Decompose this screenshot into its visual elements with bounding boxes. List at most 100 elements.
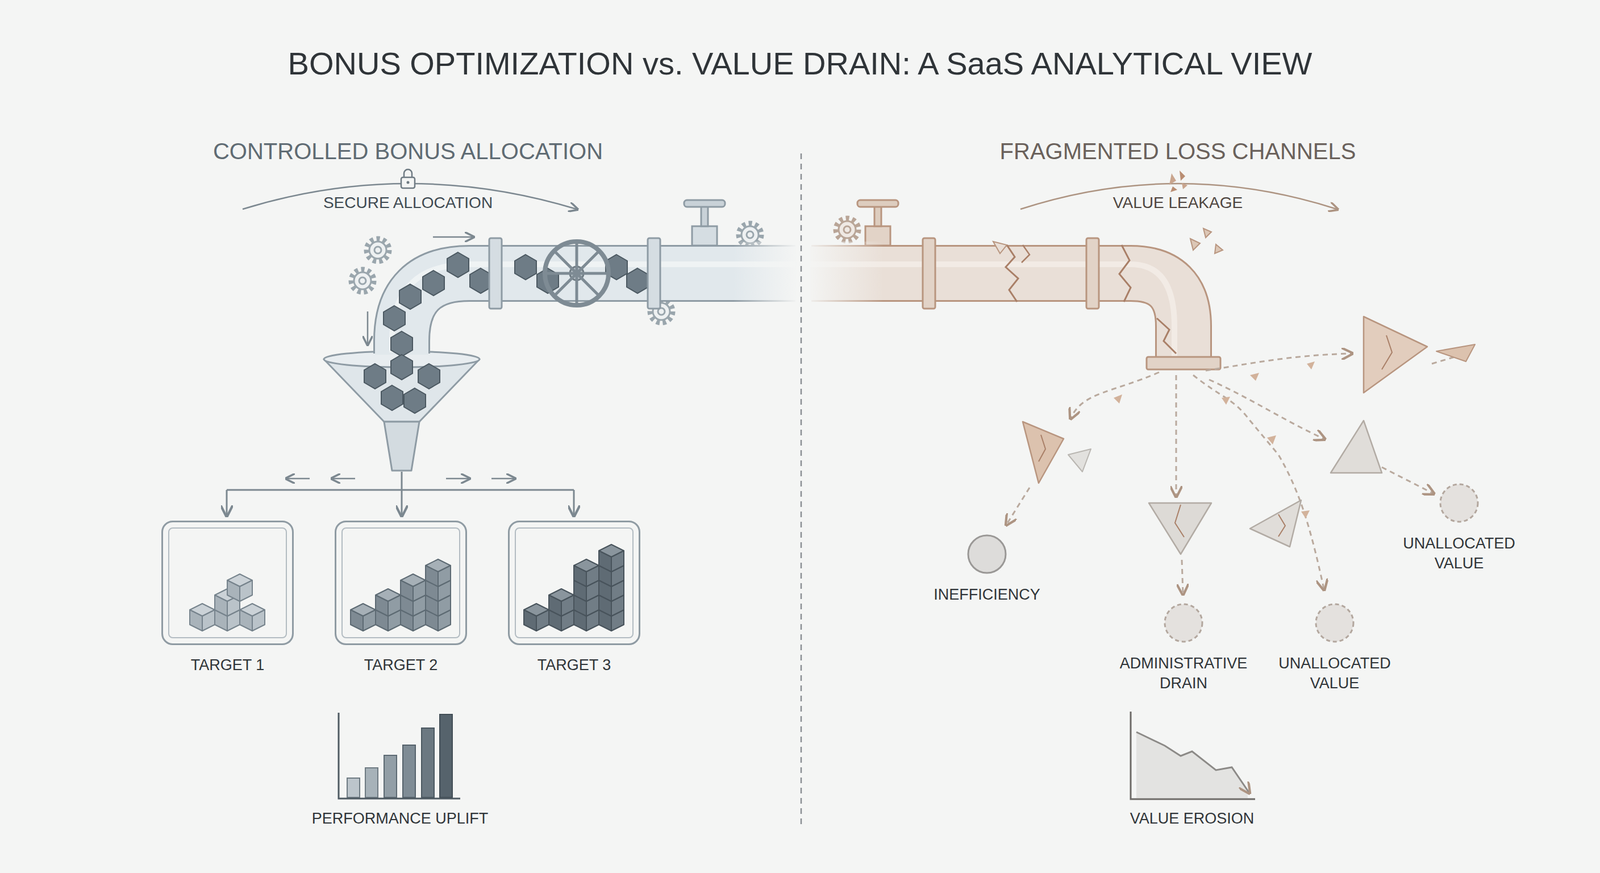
- token-hexagon-part: [381, 385, 403, 411]
- flow-arrow-part: [226, 489, 574, 491]
- token-hexagon: [364, 252, 649, 414]
- divider-line: [801, 153, 802, 827]
- funnel-part: [384, 421, 420, 471]
- secure-arc-part: [403, 169, 412, 178]
- broken-pipe-part: [857, 200, 899, 207]
- broken-pipe-part: [1021, 244, 1030, 263]
- token-hexagon-part: [418, 363, 440, 389]
- leak-channel-part: [1381, 467, 1433, 494]
- gear-icon-part: [366, 238, 390, 262]
- circle-shape: [1314, 602, 1356, 644]
- target-frame: [334, 520, 468, 645]
- node-label: TARGET 2: [334, 655, 468, 675]
- node-label: UNALLOCATED VALUE: [1382, 533, 1536, 574]
- leak-channel-part: [1175, 375, 1178, 496]
- cube-stack-part: [239, 603, 265, 631]
- target-frame: [507, 520, 641, 645]
- leak-channel-part: [1205, 353, 1352, 371]
- secure-arc-part: [406, 181, 410, 185]
- broken-pipe-part: [1203, 228, 1212, 238]
- shard-part: [1221, 396, 1231, 405]
- token-hexagon-part: [422, 270, 445, 296]
- broken-pipe-part: [1119, 244, 1131, 302]
- broken-pipe-part: [922, 238, 936, 309]
- bar-chart-part: [421, 727, 435, 798]
- bar-chart: [338, 712, 461, 799]
- node-label: ADMINISTRATIVE DRAIN: [1106, 653, 1261, 694]
- shard-part: [1436, 344, 1475, 362]
- leakage-arc-part: [1170, 186, 1178, 193]
- circle-outline: [1164, 603, 1203, 642]
- page-title: BONUS OPTIMIZATION vs. VALUE DRAIN: A Sa…: [288, 44, 1313, 83]
- shard-part: [1330, 420, 1382, 473]
- bar-chart-part: [384, 755, 397, 798]
- leak-channel-part: [1071, 372, 1160, 418]
- token-hexagon-part: [390, 354, 413, 380]
- circle-shape: [966, 533, 1008, 575]
- flow-label: SECURE ALLOCATION: [323, 193, 493, 213]
- token-hexagon-part: [447, 252, 469, 278]
- shard-part: [1038, 434, 1046, 462]
- flow-arrow-part: [332, 477, 356, 480]
- chart-label: VALUE EROSION: [1130, 809, 1255, 828]
- token-hexagon-part: [399, 284, 422, 310]
- flow-arrow-part: [286, 477, 310, 480]
- section-heading: FRAGMENTED LOSS CHANNELS: [1000, 137, 1357, 165]
- broken-pipe-part: [993, 241, 1007, 254]
- line-chart-part: [1136, 731, 1249, 793]
- shard: [1022, 316, 1475, 554]
- broken-pipe-part: [1005, 244, 1019, 302]
- valve-part: [692, 226, 718, 246]
- cube-stack: [189, 544, 624, 631]
- circle-outline: [1440, 484, 1478, 522]
- shard-part: [1250, 500, 1302, 547]
- bar-chart-part: [347, 777, 360, 798]
- loss-circle: ADMINISTRATIVE DRAIN: [1098, 602, 1269, 694]
- loss-circle: INEFFICIENCY: [901, 533, 1073, 605]
- shard-part: [1306, 361, 1315, 370]
- token-hexagon-part: [403, 388, 426, 414]
- cube-stack-part: [523, 603, 549, 631]
- token-hexagon-part: [626, 268, 649, 294]
- cube-stack-part: [425, 559, 451, 587]
- shard-part: [1381, 335, 1393, 370]
- shard-part: [1148, 502, 1212, 554]
- target-frame: [161, 520, 294, 645]
- broken-pipe-part: [874, 205, 882, 227]
- node-label: UNALLOCATED VALUE: [1257, 653, 1412, 694]
- funnel: [323, 351, 480, 471]
- circle-outline: [968, 535, 1006, 573]
- flow-label: VALUE LEAKAGE: [1113, 193, 1243, 213]
- token-hexagon-part: [469, 268, 492, 294]
- leakage-arc-part: [1181, 182, 1188, 190]
- bar-chart-part: [402, 744, 416, 798]
- circle-shape: [1163, 602, 1204, 644]
- leak-channel: [1006, 353, 1455, 594]
- loss-circle: UNALLOCATED VALUE: [1249, 602, 1420, 694]
- leak-channel-part: [1181, 559, 1183, 594]
- leak-channel-part: [1209, 379, 1324, 439]
- shard-part: [1301, 510, 1310, 519]
- cube-stack-part: [227, 573, 253, 602]
- flow-arrow-part: [446, 477, 469, 480]
- token-hexagon-part: [514, 254, 537, 280]
- line-chart-part: [1130, 711, 1256, 799]
- target-box: TARGET 2: [334, 520, 468, 675]
- target-box: TARGET 1: [161, 520, 294, 675]
- broken-pipe-part: [1086, 238, 1099, 309]
- chart-label: PERFORMANCE UPLIFT: [311, 809, 489, 828]
- shard-part: [1022, 421, 1064, 483]
- valve-part: [701, 205, 708, 227]
- broken-pipe: [803, 200, 1223, 370]
- valve-part: [544, 241, 609, 306]
- shard-part: [1250, 372, 1260, 381]
- flow-arrow-part: [573, 489, 575, 515]
- bar-chart-part: [338, 712, 461, 799]
- valve-part: [647, 238, 661, 309]
- token-hexagon-part: [383, 305, 406, 331]
- target-box: TARGET 3: [507, 520, 641, 675]
- flow-arrow-part: [367, 311, 369, 344]
- node-label: TARGET 3: [507, 655, 641, 675]
